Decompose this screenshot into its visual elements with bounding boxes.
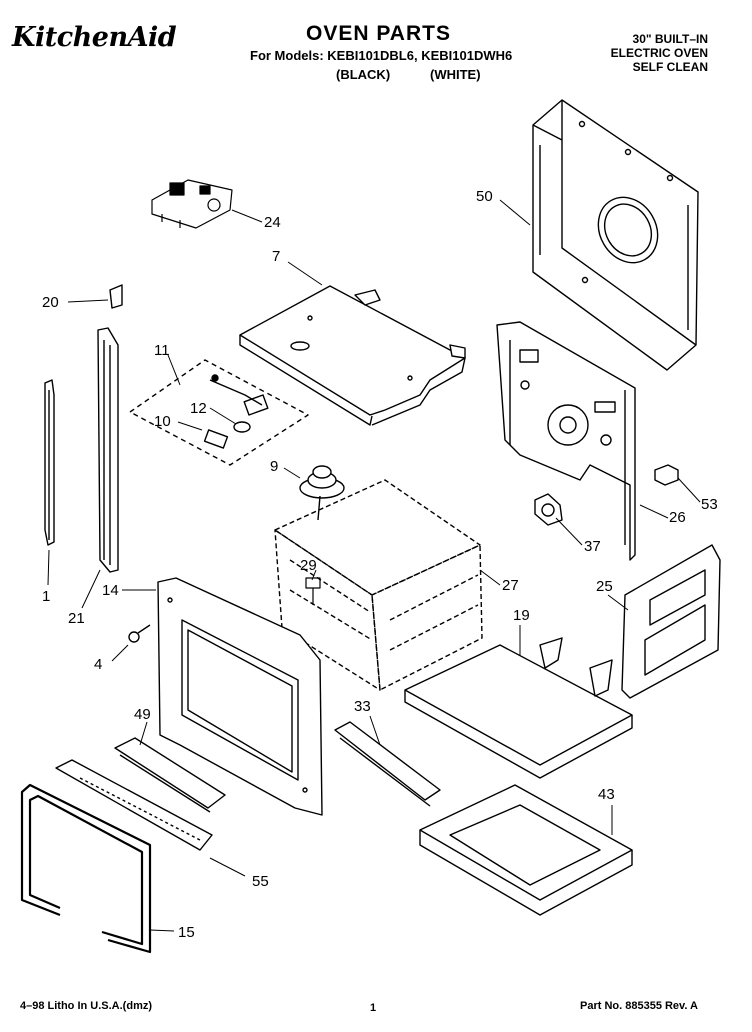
callout-27: 27 xyxy=(502,577,519,594)
callout-1: 1 xyxy=(42,588,51,605)
part-clip xyxy=(109,284,123,309)
footer-page-number: 1 xyxy=(370,1002,377,1014)
callout-24: 24 xyxy=(264,214,281,231)
part-side-panel xyxy=(621,544,721,699)
callout-37: 37 xyxy=(584,538,601,555)
type-line-1: 30" BUILT–IN xyxy=(632,32,708,46)
callout-11: 11 xyxy=(154,342,170,359)
page-title: OVEN PARTS xyxy=(306,22,451,45)
callout-25: 25 xyxy=(596,578,613,595)
brand-logo: KitchenAid xyxy=(12,22,177,53)
footer-litho: 4–98 Litho In U.S.A.(dmz) xyxy=(20,1000,153,1012)
part-vent-strip xyxy=(55,759,213,851)
callout-21: 21 xyxy=(68,610,85,627)
callout-12: 12 xyxy=(190,400,207,417)
callout-43: 43 xyxy=(598,786,615,803)
callout-29: 29 xyxy=(300,557,317,574)
part-rear-frame xyxy=(496,321,636,561)
callout-26: 26 xyxy=(669,509,686,526)
type-line-2: ELECTRIC OVEN xyxy=(610,46,708,60)
part-oven-cavity xyxy=(274,479,483,691)
color-white-label: (WHITE) xyxy=(430,67,481,82)
part-door-gasket xyxy=(20,783,152,954)
callout-7: 7 xyxy=(272,248,281,265)
part-rail-33 xyxy=(334,721,441,807)
callout-33: 33 xyxy=(354,698,371,715)
models-line: For Models: KEBI101DBL6, KEBI101DWH6 xyxy=(250,48,513,63)
callout-10: 10 xyxy=(154,413,171,430)
callout-55: 55 xyxy=(252,873,269,890)
part-fan-assembly xyxy=(299,465,345,521)
part-bottom-tray xyxy=(404,637,633,779)
part-switch-assembly xyxy=(151,179,233,229)
callout-19: 19 xyxy=(513,607,530,624)
callout-53: 53 xyxy=(701,496,718,513)
color-black-label: (BLACK) xyxy=(336,67,391,82)
part-small-bracket xyxy=(654,464,679,486)
part-side-rail xyxy=(97,327,119,573)
callout-15: 15 xyxy=(178,924,195,941)
part-thin-strip xyxy=(44,379,55,546)
type-line-3: SELF CLEAN xyxy=(632,60,708,74)
callout-49: 49 xyxy=(134,706,151,723)
part-screw xyxy=(128,624,151,643)
part-door-frame xyxy=(157,577,323,816)
part-rear-panel xyxy=(532,99,699,371)
footer-part-number: Part No. 885355 Rev. A xyxy=(580,1000,699,1012)
part-rail-49 xyxy=(114,737,226,813)
callout-9: 9 xyxy=(270,458,279,475)
part-lower-tray xyxy=(419,784,633,916)
callout-14: 14 xyxy=(102,582,119,599)
part-top-panel xyxy=(239,285,466,426)
part-plate-37 xyxy=(534,493,563,526)
callout-4: 4 xyxy=(94,656,103,673)
callout-50: 50 xyxy=(476,188,493,205)
part-sensor-kit xyxy=(129,359,309,466)
leader-lines xyxy=(47,199,701,932)
part-29 xyxy=(305,577,321,605)
callout-20: 20 xyxy=(42,294,59,311)
